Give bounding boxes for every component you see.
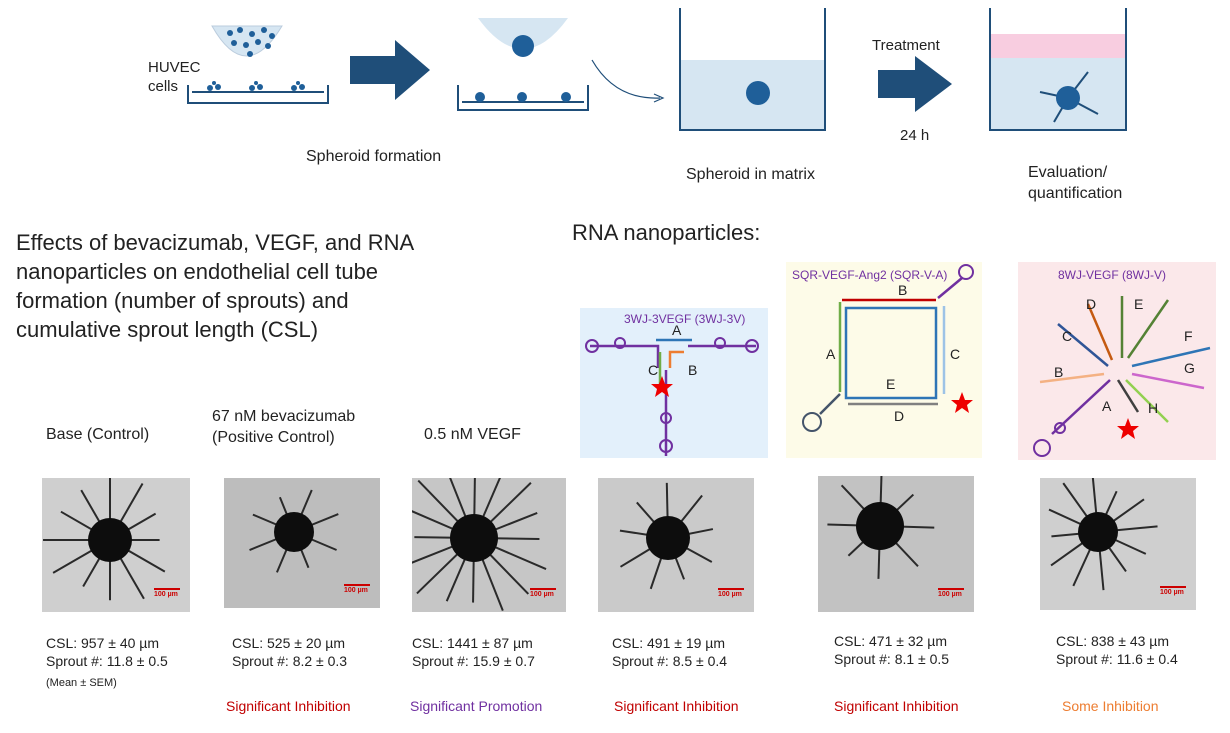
result-bevacizumab: CSL: 525 ± 20 µm Sprout #: 8.2 ± 0.3 bbox=[232, 634, 347, 670]
spheroid-in-matrix-label: Spheroid in matrix bbox=[686, 166, 815, 183]
condition-label-bevacizumab: 67 nM bevacizumab (Positive Control) bbox=[212, 408, 356, 446]
csl-value: CSL: 525 ± 20 µm bbox=[232, 635, 346, 651]
seeded-cells bbox=[207, 81, 305, 91]
scale-bar: 100 µm bbox=[718, 588, 744, 598]
spheroid-micrograph: 100 µm bbox=[224, 478, 380, 608]
structure-3wj bbox=[585, 337, 759, 456]
spheroid-body bbox=[856, 502, 904, 550]
arm-d-8wj: D bbox=[1086, 296, 1097, 312]
panel-8wj: 8WJ-VEGF (8WJ-V) D E F C G B A H bbox=[1018, 262, 1216, 460]
process-arrow-2 bbox=[878, 56, 952, 112]
title-line-3: formation (number of sprouts) and bbox=[16, 288, 349, 313]
spheroid-in-matrix bbox=[746, 81, 770, 105]
verdict-sqr: Significant Inhibition bbox=[834, 698, 959, 714]
arm-e-8wj: E bbox=[1134, 296, 1144, 312]
csl-value: CSL: 1441 ± 87 µm bbox=[412, 635, 533, 651]
nanoparticle-name-8wj: 8WJ-VEGF (8WJ-V) bbox=[1058, 268, 1166, 282]
condition-label-vegf: 0.5 nM VEGF bbox=[424, 426, 521, 443]
sprout-count: Sprout #: 15.9 ± 0.7 bbox=[412, 653, 535, 669]
arm-c-sqr: C bbox=[950, 346, 961, 362]
result-vegf: CSL: 1441 ± 87 µm Sprout #: 15.9 ± 0.7 bbox=[412, 634, 535, 670]
sprout-count: Sprout #: 8.1 ± 0.5 bbox=[834, 651, 950, 667]
treatment-label: Treatment bbox=[872, 37, 940, 54]
arm-c-3wj: C bbox=[648, 362, 659, 378]
arm-g-8wj: G bbox=[1184, 360, 1195, 376]
spheroid-body bbox=[1078, 512, 1118, 552]
evaluation-label: Evaluation/ quantification bbox=[1028, 164, 1123, 202]
arm-b-3wj: B bbox=[688, 362, 698, 378]
spheroid-micrograph: 100 µm bbox=[818, 476, 974, 612]
arm-a-sqr: A bbox=[826, 346, 836, 362]
sprout-count: Sprout #: 11.8 ± 0.5 bbox=[46, 653, 168, 669]
panel-sqr: SQR-VEGF-Ang2 (SQR-V-A) B A C E D bbox=[786, 262, 982, 458]
spheroid-micrograph: 100 µm bbox=[412, 478, 566, 612]
verdict-bevacizumab: Significant Inhibition bbox=[226, 698, 351, 714]
verdict-vegf: Significant Promotion bbox=[410, 698, 543, 714]
dispersed-cells bbox=[227, 27, 275, 57]
spheroid-formation-label: Spheroid formation bbox=[306, 148, 442, 165]
spheroid-micrograph: 100 µm bbox=[1040, 478, 1196, 610]
spheroid-body bbox=[88, 518, 132, 562]
arm-a-8wj: A bbox=[1102, 398, 1112, 414]
matrix-well bbox=[679, 8, 826, 131]
result-8wj: CSL: 838 ± 43 µm Sprout #: 11.6 ± 0.4 bbox=[1056, 632, 1178, 668]
well-plate bbox=[187, 85, 329, 104]
arm-d-sqr: D bbox=[894, 408, 905, 424]
scale-bar: 100 µm bbox=[1160, 586, 1186, 596]
csl-value: CSL: 957 ± 40 µm bbox=[46, 635, 160, 651]
scale-bar: 100 µm bbox=[938, 588, 964, 598]
cells-label: HUVEC cells bbox=[148, 59, 201, 95]
result-control: CSL: 957 ± 40 µm Sprout #: 11.8 ± 0.5 (M… bbox=[46, 634, 168, 692]
title-line-2: nanoparticles on endothelial cell tube bbox=[16, 259, 379, 284]
condition-label-control: Base (Control) bbox=[46, 426, 150, 443]
scale-bar: 100 µm bbox=[344, 584, 370, 594]
arm-e-sqr: E bbox=[886, 376, 896, 392]
result-sqr: CSL: 471 ± 32 µm Sprout #: 8.1 ± 0.5 bbox=[834, 632, 949, 668]
hanging-drop-bowl-2 bbox=[478, 18, 568, 49]
spheroid-micrograph: 100 µm bbox=[598, 478, 754, 612]
verdict-3wj: Significant Inhibition bbox=[614, 698, 739, 714]
arm-a-3wj: A bbox=[672, 322, 682, 338]
structure-sqr bbox=[802, 264, 974, 432]
arm-f-8wj: F bbox=[1184, 328, 1193, 344]
csl-value: CSL: 471 ± 32 µm bbox=[834, 633, 948, 649]
treatment-layer bbox=[990, 34, 1126, 58]
sprout-count: Sprout #: 8.2 ± 0.3 bbox=[232, 653, 348, 669]
spheroid-micrograph: 100 µm bbox=[42, 478, 190, 612]
csl-value: CSL: 491 ± 19 µm bbox=[612, 635, 726, 651]
result-3wj: CSL: 491 ± 19 µm Sprout #: 8.5 ± 0.4 bbox=[612, 634, 727, 670]
well-plate-2 bbox=[457, 85, 589, 111]
arm-b-8wj: B bbox=[1054, 364, 1064, 380]
title-line-4: cumulative sprout length (CSL) bbox=[16, 317, 319, 342]
figure-title: Effects of bevacizumab, VEGF, and RNA na… bbox=[16, 228, 536, 344]
rna-nanoparticles-heading: RNA nanoparticles: bbox=[572, 220, 761, 245]
arm-h-8wj: H bbox=[1148, 400, 1159, 416]
arm-b-sqr: B bbox=[898, 282, 908, 298]
process-arrow-1 bbox=[350, 40, 430, 100]
mean-sem-note: (Mean ± SEM) bbox=[46, 677, 117, 689]
duration-label: 24 h bbox=[900, 127, 930, 144]
hanging-drop-bowl bbox=[211, 25, 283, 57]
nanoparticle-name-sqr: SQR-VEGF-Ang2 (SQR-V-A) bbox=[792, 268, 948, 282]
title-line-1: Effects of bevacizumab, VEGF, and RNA bbox=[16, 230, 415, 255]
spheroid bbox=[512, 35, 534, 57]
spheroid-body bbox=[450, 514, 498, 562]
arm-c-8wj: C bbox=[1062, 328, 1073, 344]
evaluation-well bbox=[989, 8, 1127, 131]
csl-value: CSL: 838 ± 43 µm bbox=[1056, 633, 1170, 649]
panel-3wj: 3WJ-3VEGF (3WJ-3V) A B C bbox=[580, 308, 768, 458]
verdict-8wj: Some Inhibition bbox=[1062, 698, 1159, 714]
sprout-count: Sprout #: 8.5 ± 0.4 bbox=[612, 653, 728, 669]
scale-bar: 100 µm bbox=[530, 588, 556, 598]
nanoparticle-name-3wj: 3WJ-3VEGF (3WJ-3V) bbox=[624, 312, 746, 326]
structure-8wj bbox=[1033, 296, 1211, 457]
scale-bar: 100 µm bbox=[154, 588, 180, 598]
transfer-arrow bbox=[591, 59, 661, 99]
sprout-count: Sprout #: 11.6 ± 0.4 bbox=[1056, 651, 1178, 667]
spheroid-body bbox=[274, 512, 314, 552]
workflow-diagram bbox=[187, 8, 1127, 131]
spheroid-body bbox=[646, 516, 690, 560]
